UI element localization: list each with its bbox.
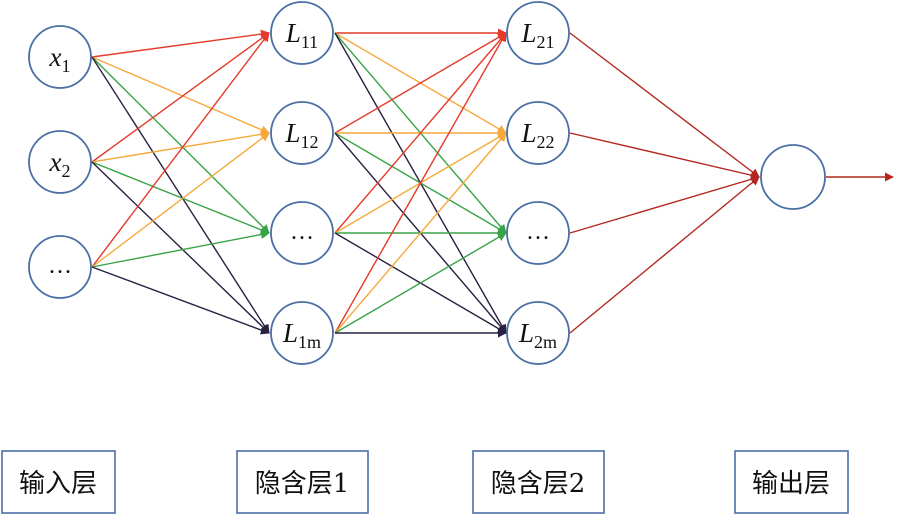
node-L11: L11: [270, 1, 334, 65]
node-x-ellipsis: …: [28, 235, 92, 299]
svg-text:L21: L21: [520, 18, 554, 52]
svg-text:输入层: 输入层: [19, 469, 97, 499]
edge-x2-L11: [91, 32, 270, 163]
edge-xn-L1m: [91, 266, 270, 335]
node-x2: x2: [28, 130, 92, 194]
edge-L2d-out: [569, 174, 760, 234]
edge-L1m-L22: [334, 132, 507, 334]
node-output: [760, 144, 826, 210]
edge-L1m-L21: [334, 32, 507, 334]
node-x1: x1: [28, 25, 92, 89]
svg-text:L11: L11: [285, 18, 318, 52]
svg-text:L2m: L2m: [518, 318, 557, 352]
edge-xn-L11: [91, 32, 270, 268]
svg-text:x2: x2: [49, 147, 71, 181]
edge-L12-L21: [334, 32, 507, 134]
svg-text:隐含层1: 隐含层1: [255, 469, 350, 499]
edge-L2m-out: [569, 176, 760, 334]
edge-xn-L12: [91, 132, 270, 268]
node-L1-ellipsis: …: [270, 201, 334, 265]
svg-text:隐含层2: 隐含层2: [491, 469, 586, 499]
node-L1m: L1m: [270, 301, 334, 365]
edge-x1-L12: [91, 56, 270, 134]
edge-x2-L1d: [91, 161, 270, 235]
svg-text:x1: x1: [49, 42, 71, 76]
edge-L1d-L21: [334, 32, 507, 234]
svg-text:L1m: L1m: [282, 318, 321, 352]
edge-L21-out: [569, 32, 760, 178]
edge-L22-out: [569, 132, 760, 180]
svg-text:L22: L22: [520, 118, 554, 152]
svg-text:输出层: 输出层: [752, 469, 830, 499]
node-L22: L22: [506, 101, 570, 165]
layer-label-hidden2: 隐含层2: [472, 450, 605, 514]
edge-x1-L11: [91, 29, 270, 58]
node-L21: L21: [506, 1, 570, 65]
svg-text:…: …: [48, 253, 72, 279]
node-L2m: L2m: [506, 301, 570, 365]
edges-input-to-hidden1: [91, 29, 270, 335]
node-L2-ellipsis: …: [506, 201, 570, 265]
edge-xn-L1d: [91, 230, 270, 268]
edge-x1-L1d: [91, 56, 270, 234]
svg-text:…: …: [526, 219, 550, 245]
svg-text:L12: L12: [284, 118, 318, 152]
edge-x1-L1m: [91, 56, 270, 334]
svg-text:…: …: [290, 219, 314, 245]
edge-x2-L12: [91, 129, 270, 163]
edges-hidden2-to-output: [569, 32, 894, 334]
node-L12: L12: [270, 101, 334, 165]
edges-hidden1-to-hidden2: [334, 28, 507, 338]
layer-label-output: 输出层: [734, 450, 849, 514]
edge-L1m-L2d: [334, 232, 507, 334]
edge-x2-L1m: [91, 161, 270, 334]
layer-label-hidden1: 隐含层1: [236, 450, 369, 514]
layer-label-input: 输入层: [1, 450, 116, 514]
